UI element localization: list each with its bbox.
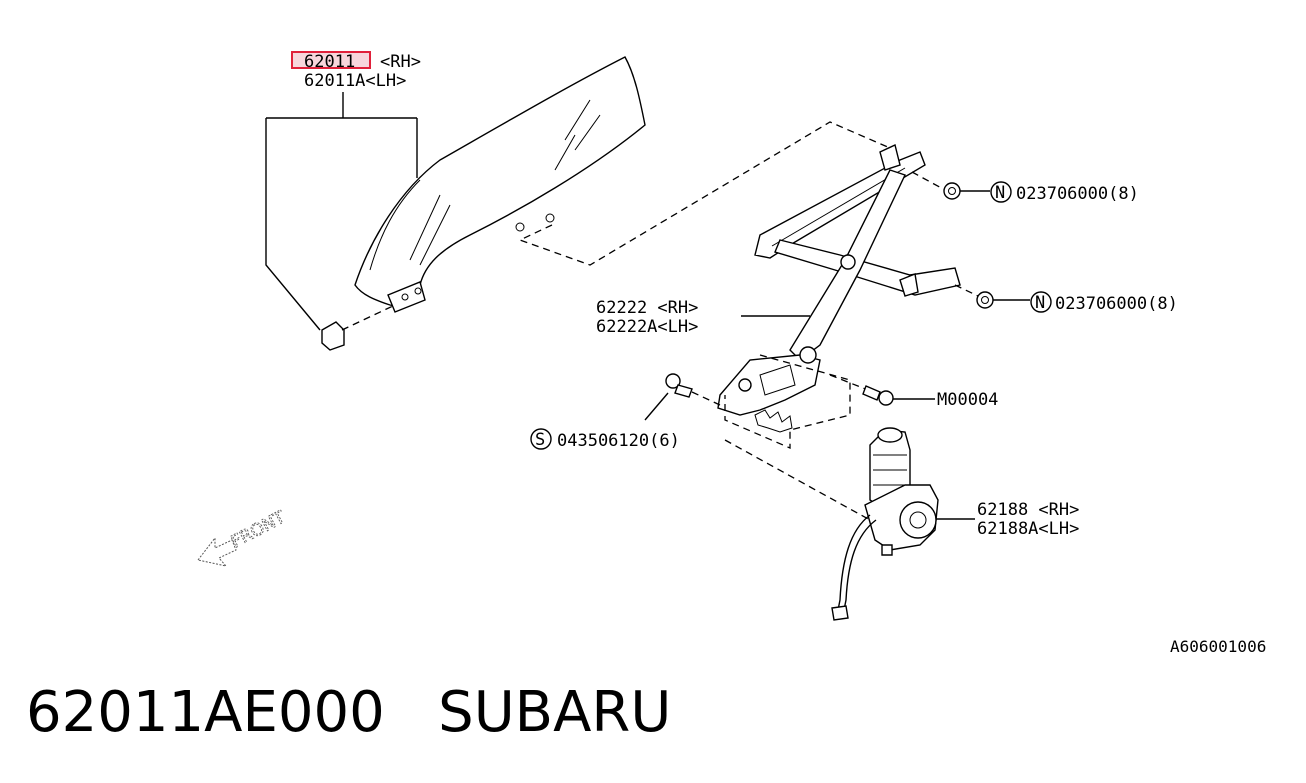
screw-code: S: [535, 430, 545, 450]
bolt-right: M00004: [829, 374, 998, 410]
door-glass: [321, 56, 646, 351]
footer-title: 62011AE000 SUBARU: [26, 680, 671, 745]
glass-lh-part-number[interactable]: 62011A<LH>: [304, 71, 406, 91]
front-indicator: FRONT: [197, 507, 290, 567]
n-badge-upper: [990, 181, 1012, 203]
screw-part-number[interactable]: 043506120(6): [557, 431, 680, 451]
bolt-right-part-number[interactable]: M00004: [937, 390, 998, 410]
regulator-label-group: 62222 <RH> 62222A<LH>: [596, 298, 810, 337]
motor-lh-part-number[interactable]: 62188A<LH>: [977, 519, 1079, 539]
nut-lower-part-number[interactable]: 023706000(8): [1055, 294, 1178, 314]
footer-brand: SUBARU: [438, 680, 672, 745]
nut-lower: N 023706000(8): [954, 284, 1178, 314]
glass-label-group: 62011 <RH> 62011A<LH>: [265, 51, 421, 331]
front-arrow-icon: [197, 536, 237, 567]
nut-lower-code: N: [1035, 293, 1045, 313]
nut-upper-part-number[interactable]: 023706000(8): [1016, 184, 1139, 204]
regulator-lh-part-number[interactable]: 62222A<LH>: [596, 317, 698, 337]
nut-upper: N 023706000(8): [911, 171, 1139, 204]
n-badge-lower: [1030, 291, 1052, 313]
window-regulator: [717, 144, 961, 433]
screw: S 043506120(6): [530, 373, 721, 451]
diagram-id: A606001006: [1170, 637, 1266, 656]
window-motor: 62188 <RH> 62188A<LH>: [831, 427, 1079, 621]
glass-rh-part-number[interactable]: 62011: [304, 52, 355, 72]
nut-upper-code: N: [995, 183, 1005, 203]
front-label: FRONT: [228, 507, 289, 552]
s-badge: [530, 428, 552, 450]
highlight-box[interactable]: [291, 51, 371, 69]
glass-rh-side: <RH>: [380, 52, 421, 72]
footer-part-number: 62011AE000: [26, 680, 385, 745]
regulator-rh-part-number[interactable]: 62222 <RH>: [596, 298, 698, 318]
motor-rh-part-number[interactable]: 62188 <RH>: [977, 500, 1079, 520]
